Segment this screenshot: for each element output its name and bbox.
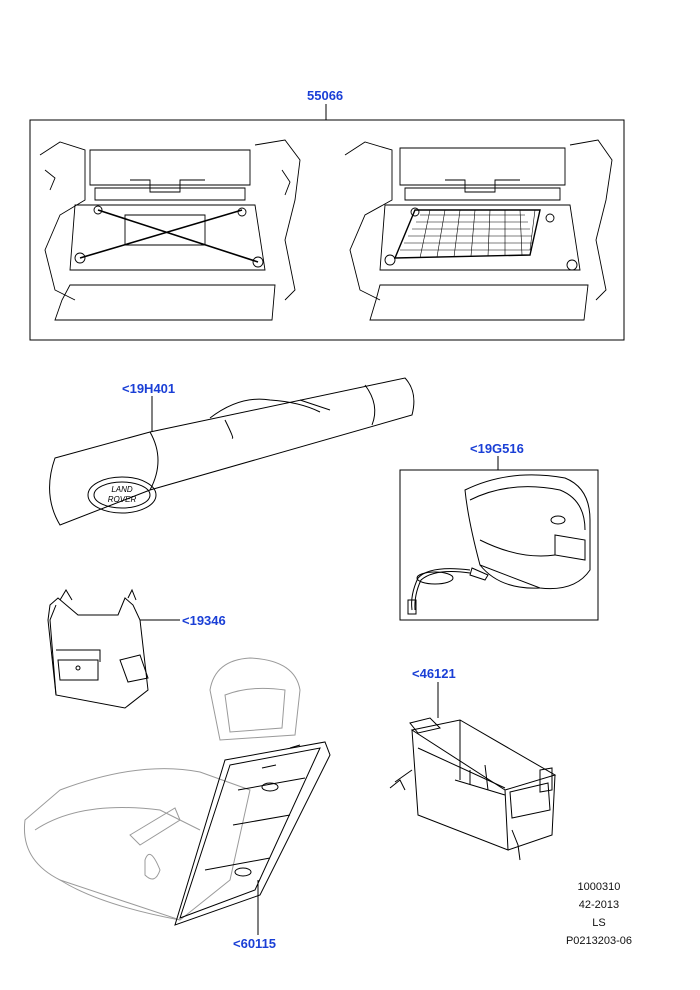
logo-land-text: LAND: [111, 485, 133, 494]
ski-bag-illustration: LAND ROVER: [49, 377, 415, 526]
cool-box-panel: [399, 456, 599, 621]
callout-19346[interactable]: <19346: [182, 613, 226, 628]
cargo-net-illustration: [344, 139, 613, 321]
cargo-tie-down-straps-illustration: [39, 139, 301, 321]
drawing-date: 42-2013: [578, 899, 620, 911]
cargo-area-panel: [29, 104, 625, 341]
model-code: LS: [592, 917, 606, 929]
callout-19H401[interactable]: <19H401: [122, 381, 176, 396]
callout-55066[interactable]: 55066: [307, 88, 344, 103]
illustration-id: P0213203-06: [565, 935, 632, 947]
drawing-reference-block: 1000310 42-2013 LS P0213203-06: [566, 878, 632, 950]
power-cable-illustration: [407, 567, 489, 615]
seat-back-organiser-illustration: [174, 741, 331, 935]
cool-box-illustration: [464, 474, 591, 590]
callout-46121[interactable]: <46121: [412, 666, 456, 681]
organiser-bag-illustration: [47, 588, 180, 709]
logo-rover-text: ROVER: [108, 495, 137, 504]
callout-19G516[interactable]: <19G516: [470, 441, 524, 456]
callout-60115[interactable]: <60115: [233, 936, 277, 951]
drawing-number: 1000310: [577, 881, 621, 893]
storage-box-illustration: [389, 682, 557, 861]
